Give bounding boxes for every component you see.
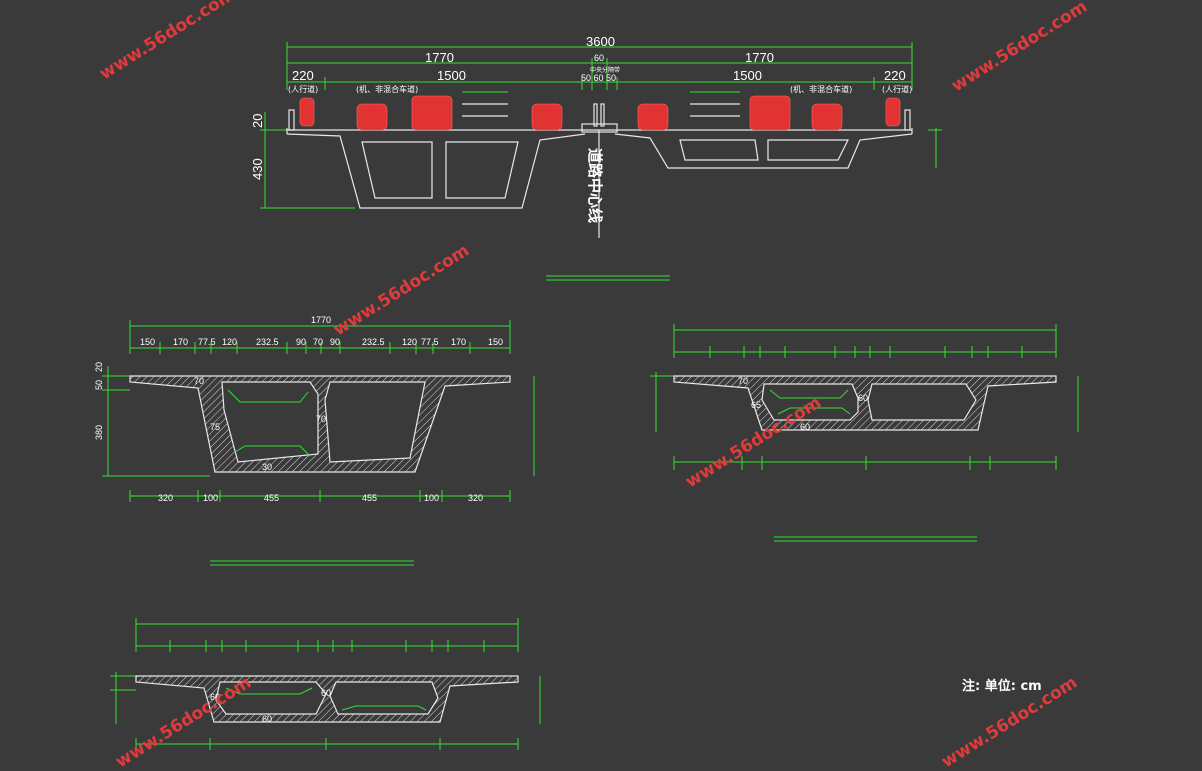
pedestrian-icon	[885, 97, 901, 127]
dim-half-right: 1770	[745, 50, 774, 65]
dim-total-width: 3600	[586, 34, 615, 49]
top-dim: 120	[222, 337, 237, 347]
watermark-text: www.56doc.com	[330, 241, 473, 341]
inner-mark: 60	[858, 393, 868, 403]
inner-mark: 60	[800, 422, 810, 432]
car-icon	[811, 103, 843, 131]
dim-sidewalk-left: 220	[292, 68, 314, 83]
pedestrian-icon	[299, 97, 315, 127]
section-a-dimensions	[102, 320, 535, 502]
top-dim: 232.5	[256, 337, 279, 347]
top-dim: 90	[330, 337, 340, 347]
centerline-label: 道路中心线	[586, 148, 604, 223]
section-a-girder	[129, 375, 511, 473]
section-b-rebar	[769, 389, 851, 415]
vehicles-left	[299, 95, 563, 131]
bottom-dim: 100	[424, 493, 439, 503]
section-a-rebar	[227, 389, 311, 457]
dim-sidewalk-right: 220	[884, 68, 906, 83]
dim-half-left: 1770	[425, 50, 454, 65]
top-dim: 232.5	[362, 337, 385, 347]
top-dim: 90	[296, 337, 306, 347]
top-dim: 150	[140, 337, 155, 347]
section-c-girder	[135, 675, 519, 723]
left-dim: 50	[94, 380, 104, 390]
top-dim: 170	[451, 337, 466, 347]
top-dim: 120	[402, 337, 417, 347]
truck-icon	[749, 95, 791, 131]
bottom-dim: 455	[264, 493, 279, 503]
inner-mark: 60	[262, 714, 272, 724]
dim-median-parts: 50 60 50	[581, 73, 616, 83]
section-c: 60 60 60	[110, 618, 541, 750]
vehicles-right	[637, 95, 901, 131]
dim-carriageway-left: 1500	[437, 68, 466, 83]
label-lanes-right: (机、非混合车道)	[790, 84, 852, 94]
left-dim: 380	[94, 425, 104, 440]
inner-mark: 75	[210, 422, 220, 432]
dim-carriageway-right: 1500	[733, 68, 762, 83]
section-a: 1770 150 170 77.5 120 232.5 90 70 90 232…	[94, 315, 535, 566]
inner-mark: 60	[210, 692, 220, 702]
top-dim: 70	[313, 337, 323, 347]
section-c-rebar	[225, 687, 427, 711]
car-icon	[637, 103, 669, 131]
inner-mark: 65	[751, 400, 761, 410]
inner-mark: 70	[316, 414, 326, 424]
watermark-text: www.56doc.com	[948, 0, 1091, 96]
top-bridge-section: 3600 1770 1770 60 220 1500 50 60 50 1500…	[250, 34, 942, 281]
top-dim: 77.5	[421, 337, 439, 347]
car-icon	[356, 103, 388, 131]
label-median: 中央分隔带	[590, 66, 620, 74]
label-sidewalk-right: (人行道)	[882, 84, 912, 94]
truck-icon	[411, 95, 453, 131]
dim-girder-height: 430	[250, 158, 265, 180]
watermark-text: www.56doc.com	[96, 0, 239, 84]
inner-mark: 60	[321, 688, 331, 698]
dim-deck-thickness: 20	[250, 114, 265, 128]
bottom-dim: 455	[362, 493, 377, 503]
dim-median: 60	[594, 53, 604, 63]
units-note: 注: 单位: cm	[962, 678, 1042, 694]
car-icon	[531, 103, 563, 131]
inner-mark: 70	[194, 376, 204, 386]
label-sidewalk-left: (人行道)	[288, 84, 318, 94]
top-dim: 77.5	[198, 337, 216, 347]
bottom-dim: 320	[158, 493, 173, 503]
top-dimension-lines	[260, 42, 942, 209]
section-a-total: 1770	[311, 315, 331, 325]
bottom-dim: 100	[203, 493, 218, 503]
left-dim: 20	[94, 362, 104, 372]
inner-mark: 30	[262, 462, 272, 472]
section-b-dimensions	[650, 324, 1079, 470]
bottom-dim: 320	[468, 493, 483, 503]
top-dim: 150	[488, 337, 503, 347]
section-c-dimensions	[110, 618, 541, 750]
section-b: 70 65 60 60	[650, 324, 1079, 542]
section-b-girder	[673, 375, 1057, 431]
label-lanes-left: (机、非混合车道)	[356, 84, 418, 94]
top-dim: 170	[173, 337, 188, 347]
inner-mark: 70	[738, 376, 748, 386]
